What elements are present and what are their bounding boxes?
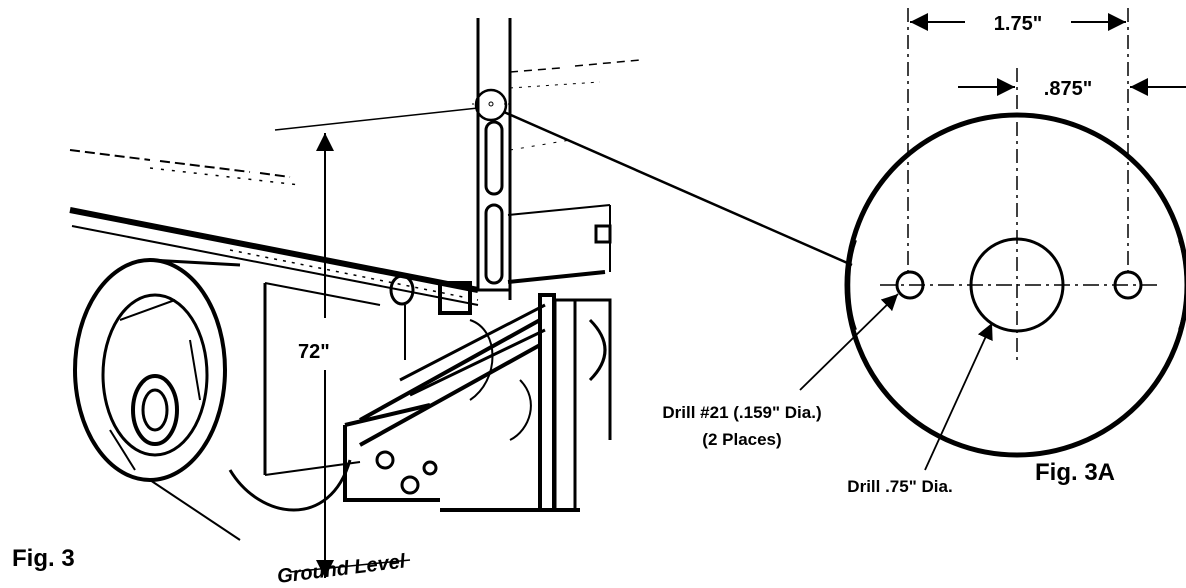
small-hole-note-line1: Drill #21 (.159" Dia.) (662, 403, 821, 422)
outer-spacing-label: 1.75" (994, 13, 1042, 35)
detail-callout-circle (474, 88, 508, 122)
hole-pattern-detail (799, 8, 1186, 471)
fig-3a-label: Fig. 3A (1035, 459, 1115, 486)
center-offset-label: .875" (1044, 78, 1092, 100)
vehicle-drawing (69, 18, 641, 541)
detail-leader-line (503, 110, 853, 267)
fig-3-label: Fig. 3 (12, 545, 75, 572)
large-hole-note: Drill .75" Dia. (847, 477, 952, 496)
height-dimension-label: 72" (298, 341, 330, 363)
large-center-hole (969, 237, 1065, 333)
ground-level-label: Ground Level (276, 550, 407, 588)
height-dimension (274, 107, 479, 578)
ground-level-line (289, 559, 411, 573)
small-hole-note-line2: (2 Places) (702, 430, 781, 449)
small-hole-left (895, 270, 925, 300)
small-hole-right (1113, 270, 1143, 300)
